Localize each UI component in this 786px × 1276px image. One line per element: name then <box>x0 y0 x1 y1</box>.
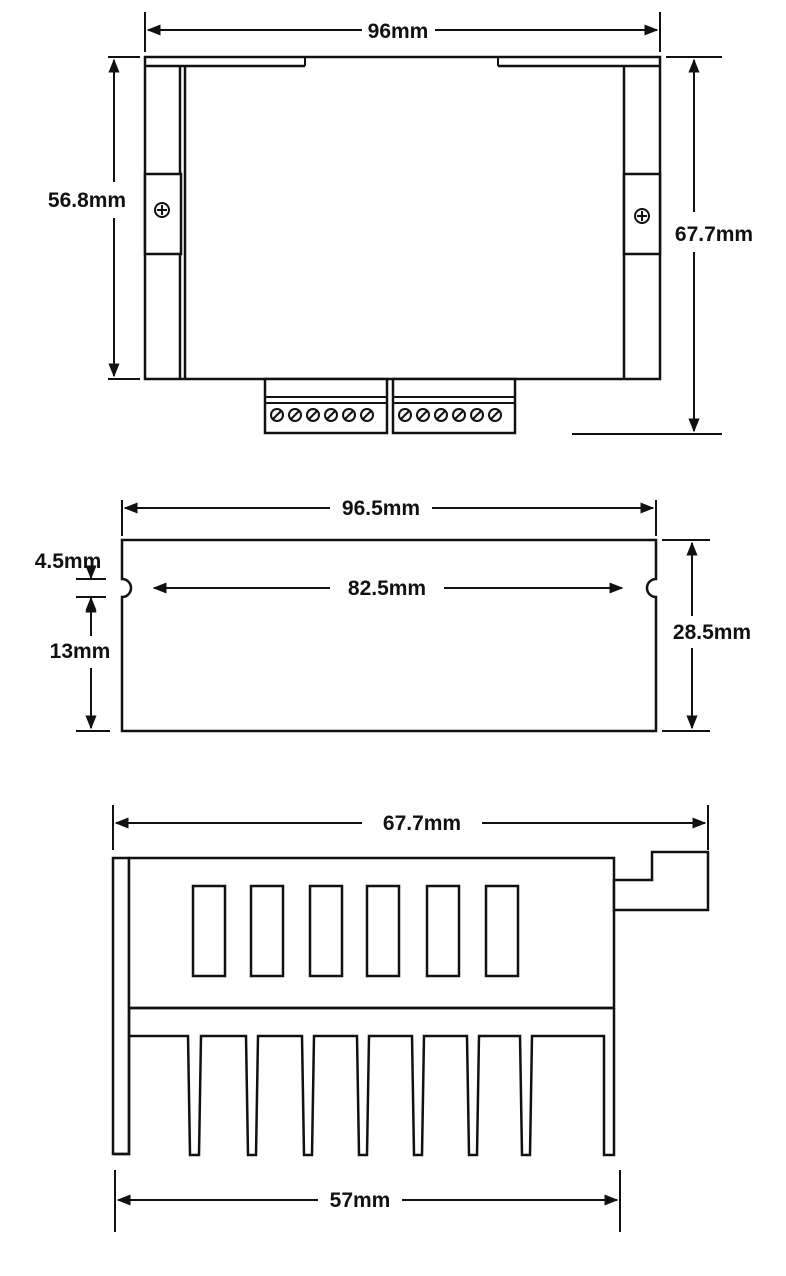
terminal-block-left <box>263 377 389 435</box>
vent-window <box>249 884 285 978</box>
dim-label-lower: 13mm <box>50 640 111 663</box>
heatsink <box>113 1008 616 1157</box>
top-view: 96mm 56.8mm 67.7m <box>48 12 753 435</box>
vent-window <box>365 884 401 978</box>
dim-label-total-height: 67.7mm <box>675 223 753 246</box>
side-view: 96.5mm 82.5mm 4.5mm 13mm 28.5mm <box>35 497 751 733</box>
dim-label-slot-offset: 4.5mm <box>35 550 102 573</box>
screw-icon <box>634 208 650 224</box>
vent-window <box>425 884 461 978</box>
dim-label-base: 57mm <box>330 1189 391 1212</box>
driver-body-side <box>120 538 658 733</box>
vent-window <box>191 884 227 978</box>
dim-label-inner-height: 56.8mm <box>48 189 126 212</box>
driver-body-top <box>143 55 662 381</box>
screw-icon <box>154 202 170 218</box>
dim-label-side-width: 96.5mm <box>342 497 420 520</box>
dim-label-end-width: 67.7mm <box>383 812 461 835</box>
dim-label-width: 96mm <box>368 20 429 43</box>
end-view: 67.7mm 57mm <box>111 805 710 1232</box>
vent-window <box>484 884 520 978</box>
vent-window <box>308 884 344 978</box>
dim-label-slot-spacing: 82.5mm <box>348 577 426 600</box>
terminal-block-right <box>391 377 517 435</box>
dim-label-side-height: 28.5mm <box>673 621 751 644</box>
connector-tab <box>612 850 710 912</box>
